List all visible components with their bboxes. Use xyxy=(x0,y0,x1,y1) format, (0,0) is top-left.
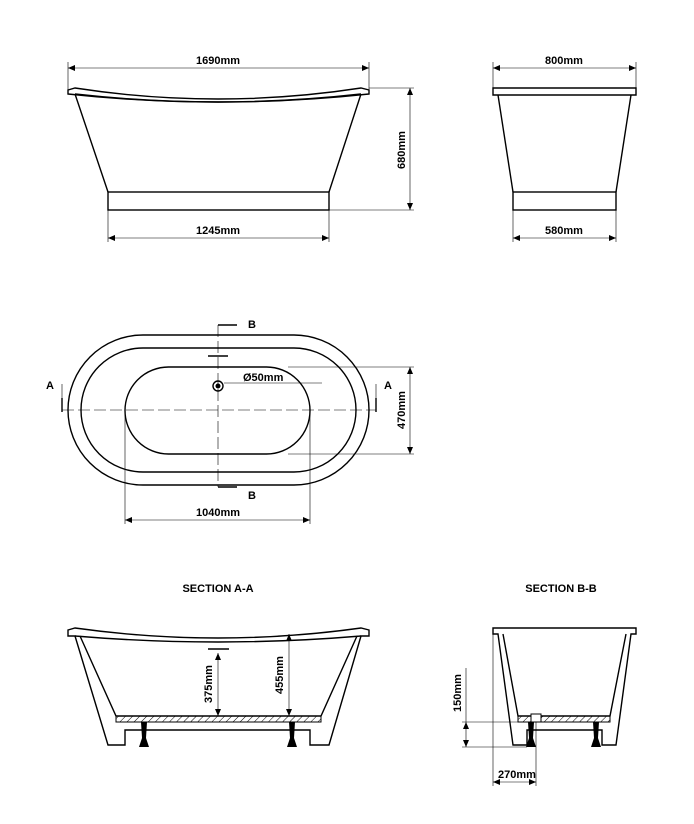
dimension-waste-diameter: Ø50mm xyxy=(224,372,322,384)
section-arrow-b-top: B xyxy=(218,319,256,331)
overall-width-label: 800mm xyxy=(545,55,583,67)
dimension-height: 680mm xyxy=(329,87,414,211)
section-b-feet xyxy=(526,722,601,747)
section-b-floor-hatch xyxy=(517,715,611,723)
section-b-top-label: B xyxy=(248,319,256,331)
section-b-bottom-label: B xyxy=(248,490,256,502)
waste-offset-label: 270mm xyxy=(498,769,536,781)
waste-depth-label: 375mm xyxy=(203,665,215,703)
waste-diameter-label: Ø50mm xyxy=(243,372,284,384)
dimension-base-width: 580mm xyxy=(512,210,617,242)
dimension-waste-offset: 270mm xyxy=(492,634,537,786)
dimension-overall-length: 1690mm xyxy=(67,55,370,90)
waste-outlet xyxy=(212,380,224,392)
section-b-waste xyxy=(530,713,542,723)
section-b-title: SECTION B-B xyxy=(525,583,597,595)
end-elevation-view: 800mm 580mm xyxy=(492,55,637,242)
side-elevation-view: 1690mm 1245mm 680mm xyxy=(67,55,414,242)
plan-view: A A B B Ø50mm 470mm xyxy=(46,319,414,524)
dimension-inner-length: 1040mm xyxy=(124,410,311,524)
bath-end-outline xyxy=(492,87,637,211)
bath-side-outline xyxy=(67,87,370,211)
section-b-shell xyxy=(492,627,637,746)
rim-depth-label: 455mm xyxy=(274,656,286,694)
dimension-overall-width: 800mm xyxy=(492,55,637,88)
dimension-inner-width: 470mm xyxy=(288,366,414,455)
section-a-title: SECTION A-A xyxy=(182,583,253,595)
overall-length-label: 1690mm xyxy=(196,55,240,67)
section-a-view: SECTION A-A 375mm 455mm xyxy=(67,583,370,747)
section-arrow-a-left: A xyxy=(46,380,63,412)
dimension-floor-height: 150mm xyxy=(452,668,530,748)
dimension-waste-depth: 375mm xyxy=(203,653,221,716)
section-a-shell xyxy=(67,627,370,746)
inner-width-label: 470mm xyxy=(396,391,408,429)
section-a-left-label: A xyxy=(46,380,54,392)
base-width-label: 580mm xyxy=(545,225,583,237)
base-length-label: 1245mm xyxy=(196,225,240,237)
floor-height-label: 150mm xyxy=(452,674,464,712)
section-a-right-label: A xyxy=(384,380,392,392)
section-arrow-a-right: A xyxy=(375,380,392,412)
dimension-base-length: 1245mm xyxy=(107,210,330,242)
section-b-view: SECTION B-B 150mm 270mm xyxy=(452,583,637,786)
section-arrow-b-bottom: B xyxy=(218,486,256,502)
height-label: 680mm xyxy=(396,131,408,169)
inner-length-label: 1040mm xyxy=(196,507,240,519)
dimension-rim-depth: 455mm xyxy=(274,634,292,716)
section-a-feet xyxy=(139,722,297,747)
section-a-floor-hatch xyxy=(115,715,322,723)
